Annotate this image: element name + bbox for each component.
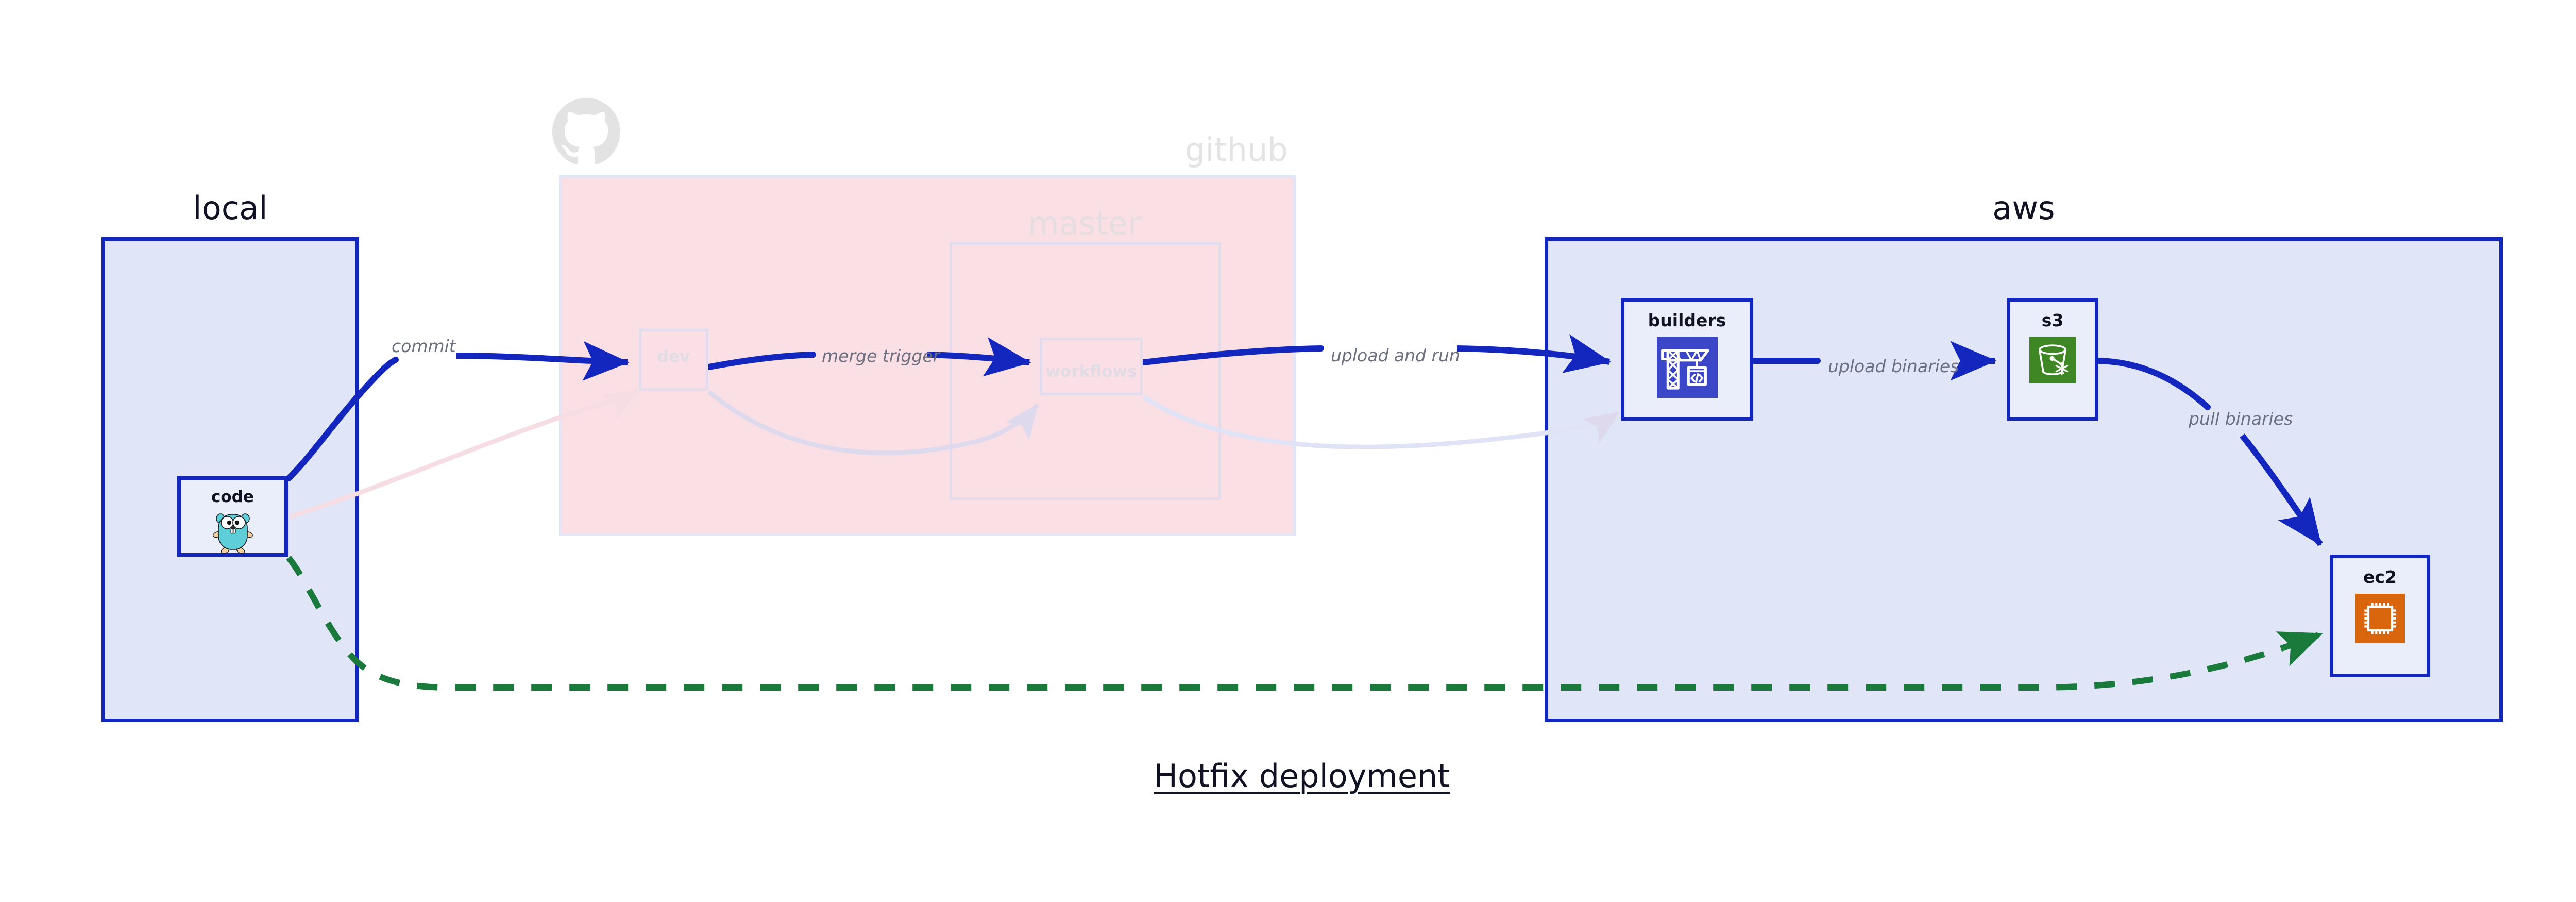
aws-ec2-chip-icon	[2355, 594, 2405, 643]
node-dev[interactable]: dev	[639, 329, 708, 391]
group-label-aws: aws	[1992, 189, 2055, 227]
diagram-title: Hotfix deployment	[1154, 757, 1450, 795]
node-s3[interactable]: s3	[2007, 298, 2098, 421]
node-label-builders: builders	[1648, 310, 1726, 330]
node-workflows[interactable]: workflows	[1040, 338, 1143, 395]
edge-label-upload-binaries: upload binaries	[1828, 356, 1959, 376]
group-master	[950, 242, 1221, 500]
group-label-local: local	[193, 189, 268, 227]
node-label-s3: s3	[2041, 310, 2064, 330]
go-gopher-icon	[212, 510, 253, 555]
github-octocat-icon	[552, 98, 620, 166]
edge-label-merge-trigger: merge trigger	[822, 346, 940, 366]
node-label-dev: dev	[657, 347, 690, 366]
group-label-github: github	[1184, 131, 1288, 169]
aws-s3-bucket-icon	[2029, 337, 2076, 383]
group-label-master: master	[1028, 205, 1141, 242]
edge-label-commit: commit	[392, 336, 456, 356]
edge-label-upload-and-run: upload and run	[1331, 345, 1460, 365]
node-builders[interactable]: builders	[1621, 298, 1753, 421]
node-label-workflows: workflows	[1045, 362, 1137, 381]
edge-label-pull-binaries: pull binaries	[2189, 409, 2293, 429]
node-label-code: code	[211, 488, 254, 506]
node-label-ec2: ec2	[2363, 567, 2397, 587]
node-ec2[interactable]: ec2	[2330, 555, 2430, 677]
aws-codebuild-icon	[1656, 337, 1718, 398]
node-code[interactable]: code	[177, 476, 288, 557]
